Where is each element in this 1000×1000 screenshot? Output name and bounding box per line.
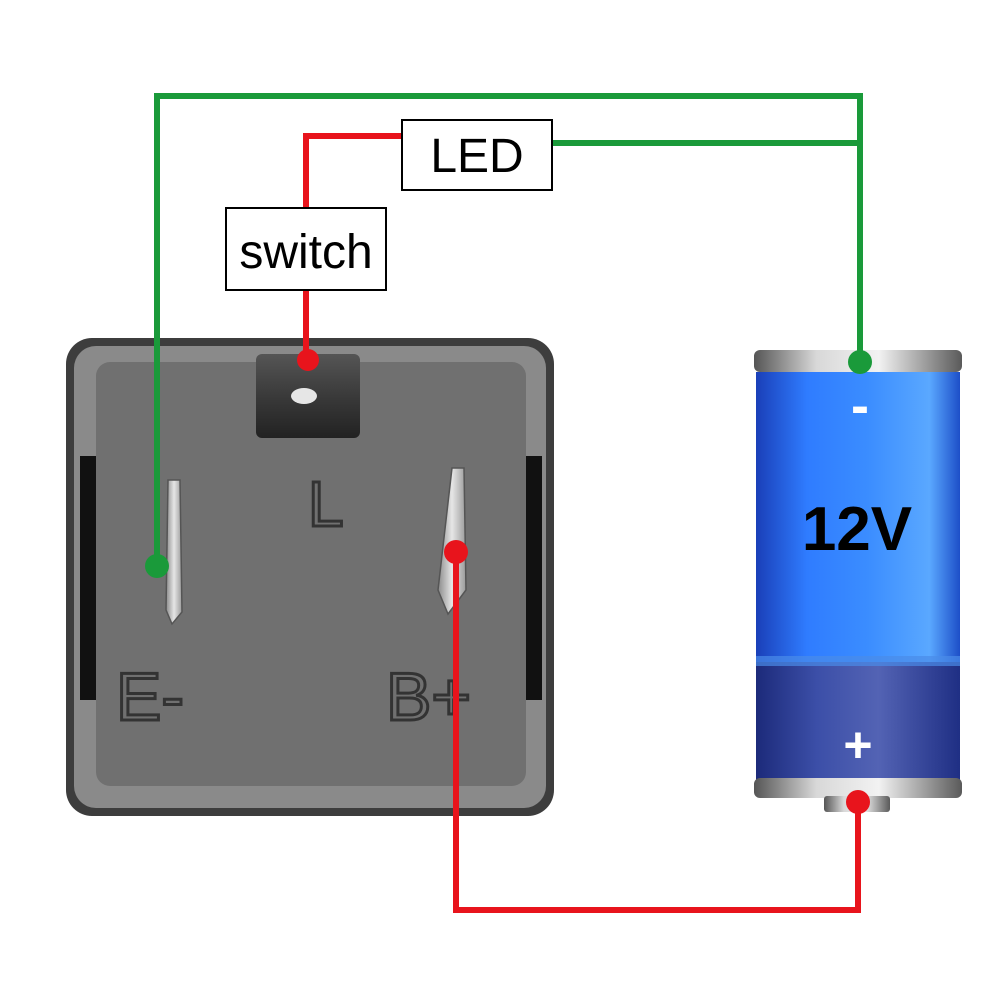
connection-dot-b: [444, 540, 468, 564]
terminal-e-pin: [165, 479, 183, 626]
flasher-relay: L E- B+: [66, 338, 554, 816]
battery-voltage-label: 12V: [802, 495, 912, 564]
switch-label: switch: [239, 226, 372, 279]
battery-band: [756, 656, 960, 666]
battery-body-upper: [756, 372, 960, 662]
connection-dot-negative: [848, 350, 872, 374]
switch-label-box: switch: [225, 207, 387, 291]
ground-wire-e-to-negative: [154, 93, 863, 566]
relay-side-slot-left: [80, 456, 96, 700]
battery-negative-symbol: -: [851, 376, 869, 436]
wire-led-to-switch: [303, 133, 402, 210]
battery: - 12V +: [754, 350, 962, 812]
led-label-box: LED: [401, 119, 553, 191]
connection-dot-e: [145, 554, 169, 578]
battery-positive-symbol: +: [843, 717, 872, 773]
terminal-e-label: E-: [116, 659, 184, 735]
connection-dot-positive: [846, 790, 870, 814]
battery-body-lower: [756, 662, 960, 780]
connection-dot-l: [297, 349, 319, 371]
positive-wire-b-to-positive: [453, 552, 861, 913]
battery-bottom-cap: [754, 778, 962, 798]
relay-side-slot-right: [526, 456, 542, 700]
led-label: LED: [430, 130, 523, 183]
relay-face: [96, 362, 526, 786]
terminal-l-tab: [256, 354, 360, 438]
terminal-l-label: L: [308, 468, 344, 540]
